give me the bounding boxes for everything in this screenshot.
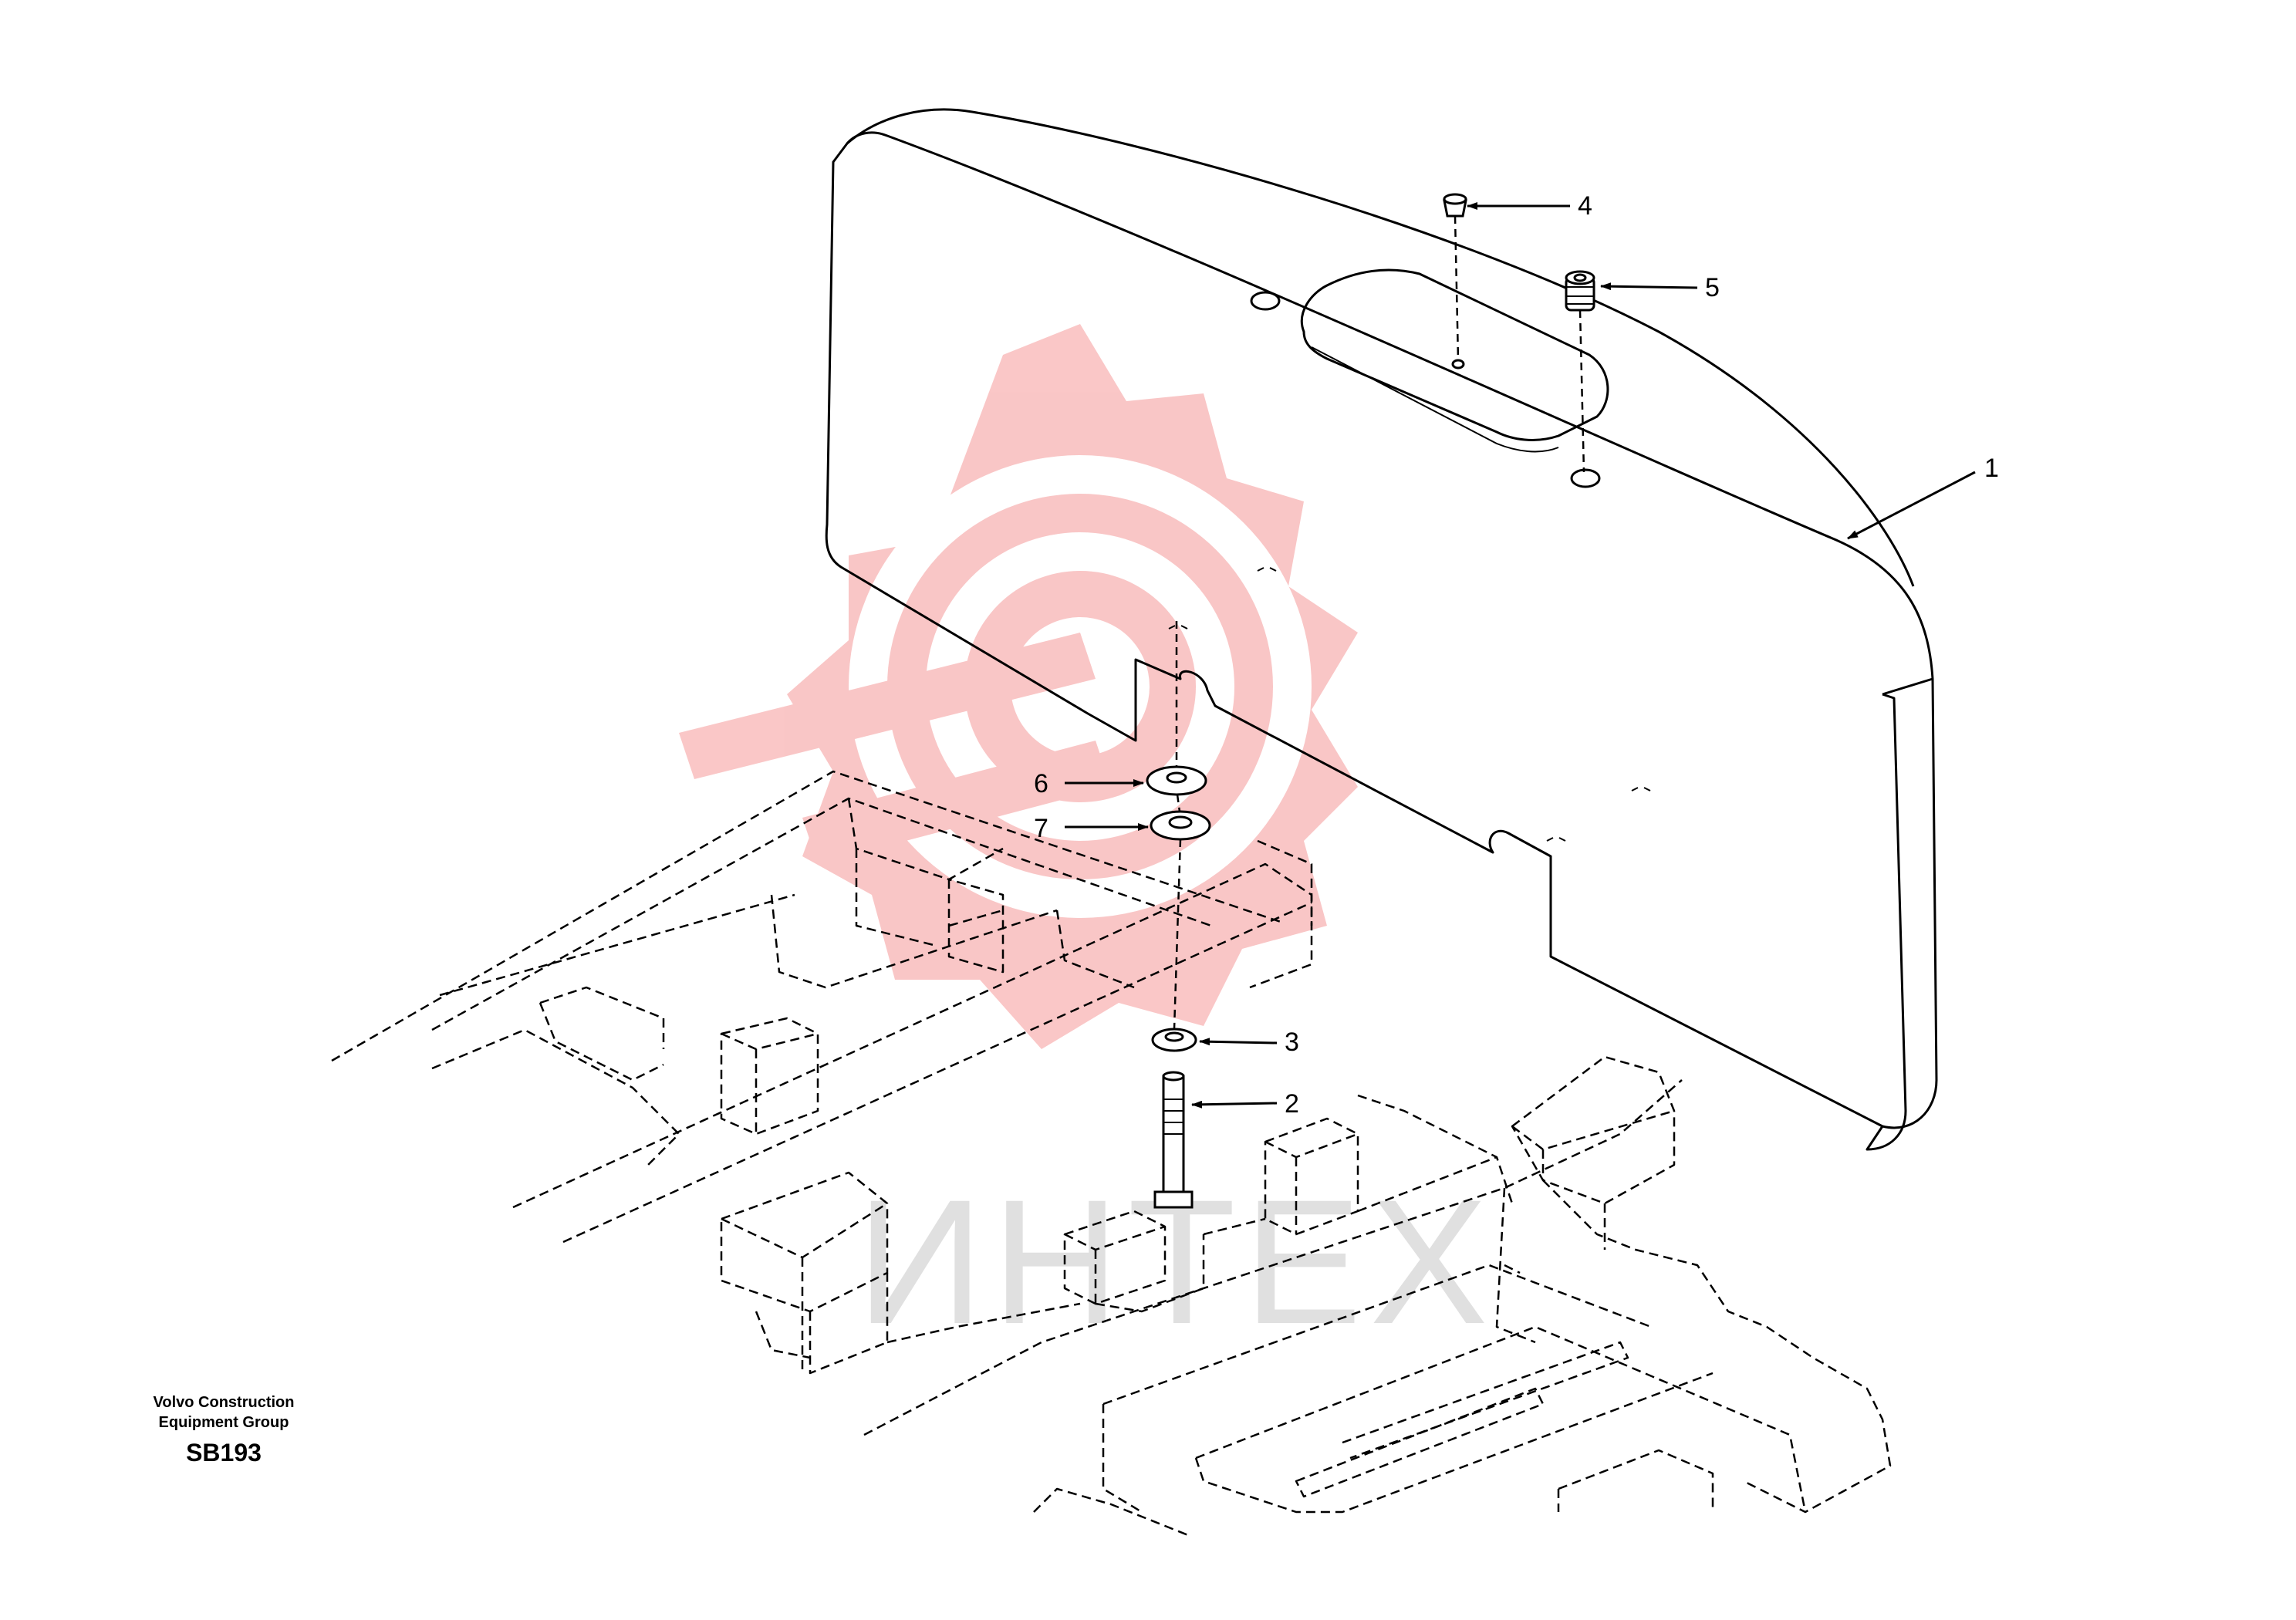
leader-lines: [1065, 202, 1976, 1109]
callout-labels: 1 2 3 4 5 6 7: [1034, 191, 1999, 1119]
fitting-part: [1565, 270, 1595, 312]
machine-frame: [331, 770, 1892, 1537]
counterweight: [825, 108, 1938, 1151]
callout-6: 6: [1034, 769, 1048, 798]
callout-3: 3: [1285, 1028, 1299, 1057]
callout-1: 1: [1984, 454, 1999, 483]
callout-4: 4: [1578, 191, 1592, 221]
washer-6-part: [1146, 765, 1207, 796]
footer-caption: Volvo Construction Equipment Group SB193: [116, 1392, 332, 1467]
company-line-1: Volvo Construction: [153, 1394, 295, 1411]
callout-5: 5: [1705, 273, 1720, 302]
alignment-lines: [1173, 215, 1585, 1030]
watermark-gear-icon: [679, 324, 1358, 1049]
company-line-2: Equipment Group: [158, 1414, 289, 1431]
hardware-parts: [1146, 193, 1595, 1209]
washer-7-part: [1150, 810, 1211, 841]
callout-2: 2: [1285, 1089, 1299, 1119]
washer-3-part: [1151, 1028, 1197, 1052]
drawing-code: SB193: [186, 1439, 262, 1466]
bolt-part: [1153, 1071, 1194, 1209]
callout-7: 7: [1034, 814, 1048, 843]
